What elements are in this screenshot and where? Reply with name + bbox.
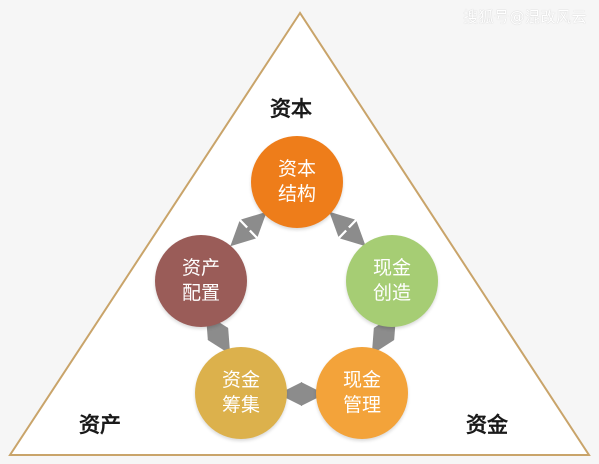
- arrow-structure-allocation: [230, 211, 267, 247]
- node-label-line2: 创造: [372, 282, 411, 304]
- node-label-line2: 管理: [342, 394, 381, 416]
- corner-label-assets: 资产: [79, 413, 121, 437]
- node-label-line1: 资产: [181, 257, 220, 279]
- node-asset-allocation: 资产 配置: [155, 235, 247, 327]
- node-label-line1: 现金: [342, 369, 381, 391]
- node-cash-management: 现金 管理: [316, 347, 408, 439]
- node-label-line1: 资金: [221, 369, 260, 391]
- node-label-line1: 资本: [277, 158, 316, 180]
- node-fund-raising: 资金 筹集: [195, 347, 287, 439]
- node-cash-creation: 现金 创造: [346, 235, 438, 327]
- node-capital-structure: 资本 结构: [251, 136, 343, 228]
- arrow-structure-creation: [329, 211, 366, 247]
- outer-triangle: [8, 11, 591, 456]
- corner-label-capital: 资本: [270, 97, 312, 121]
- arrow-creation-management: [371, 313, 397, 355]
- node-label-line2: 结构: [277, 183, 316, 205]
- node-label-line2: 配置: [181, 282, 220, 304]
- node-label-line2: 筹集: [221, 394, 260, 416]
- corner-label-funds: 资金: [466, 413, 508, 437]
- watermark-text: 搜狐号@混改风云: [462, 8, 587, 26]
- node-label-line1: 现金: [372, 257, 411, 279]
- arrow-allocation-raising: [205, 313, 231, 355]
